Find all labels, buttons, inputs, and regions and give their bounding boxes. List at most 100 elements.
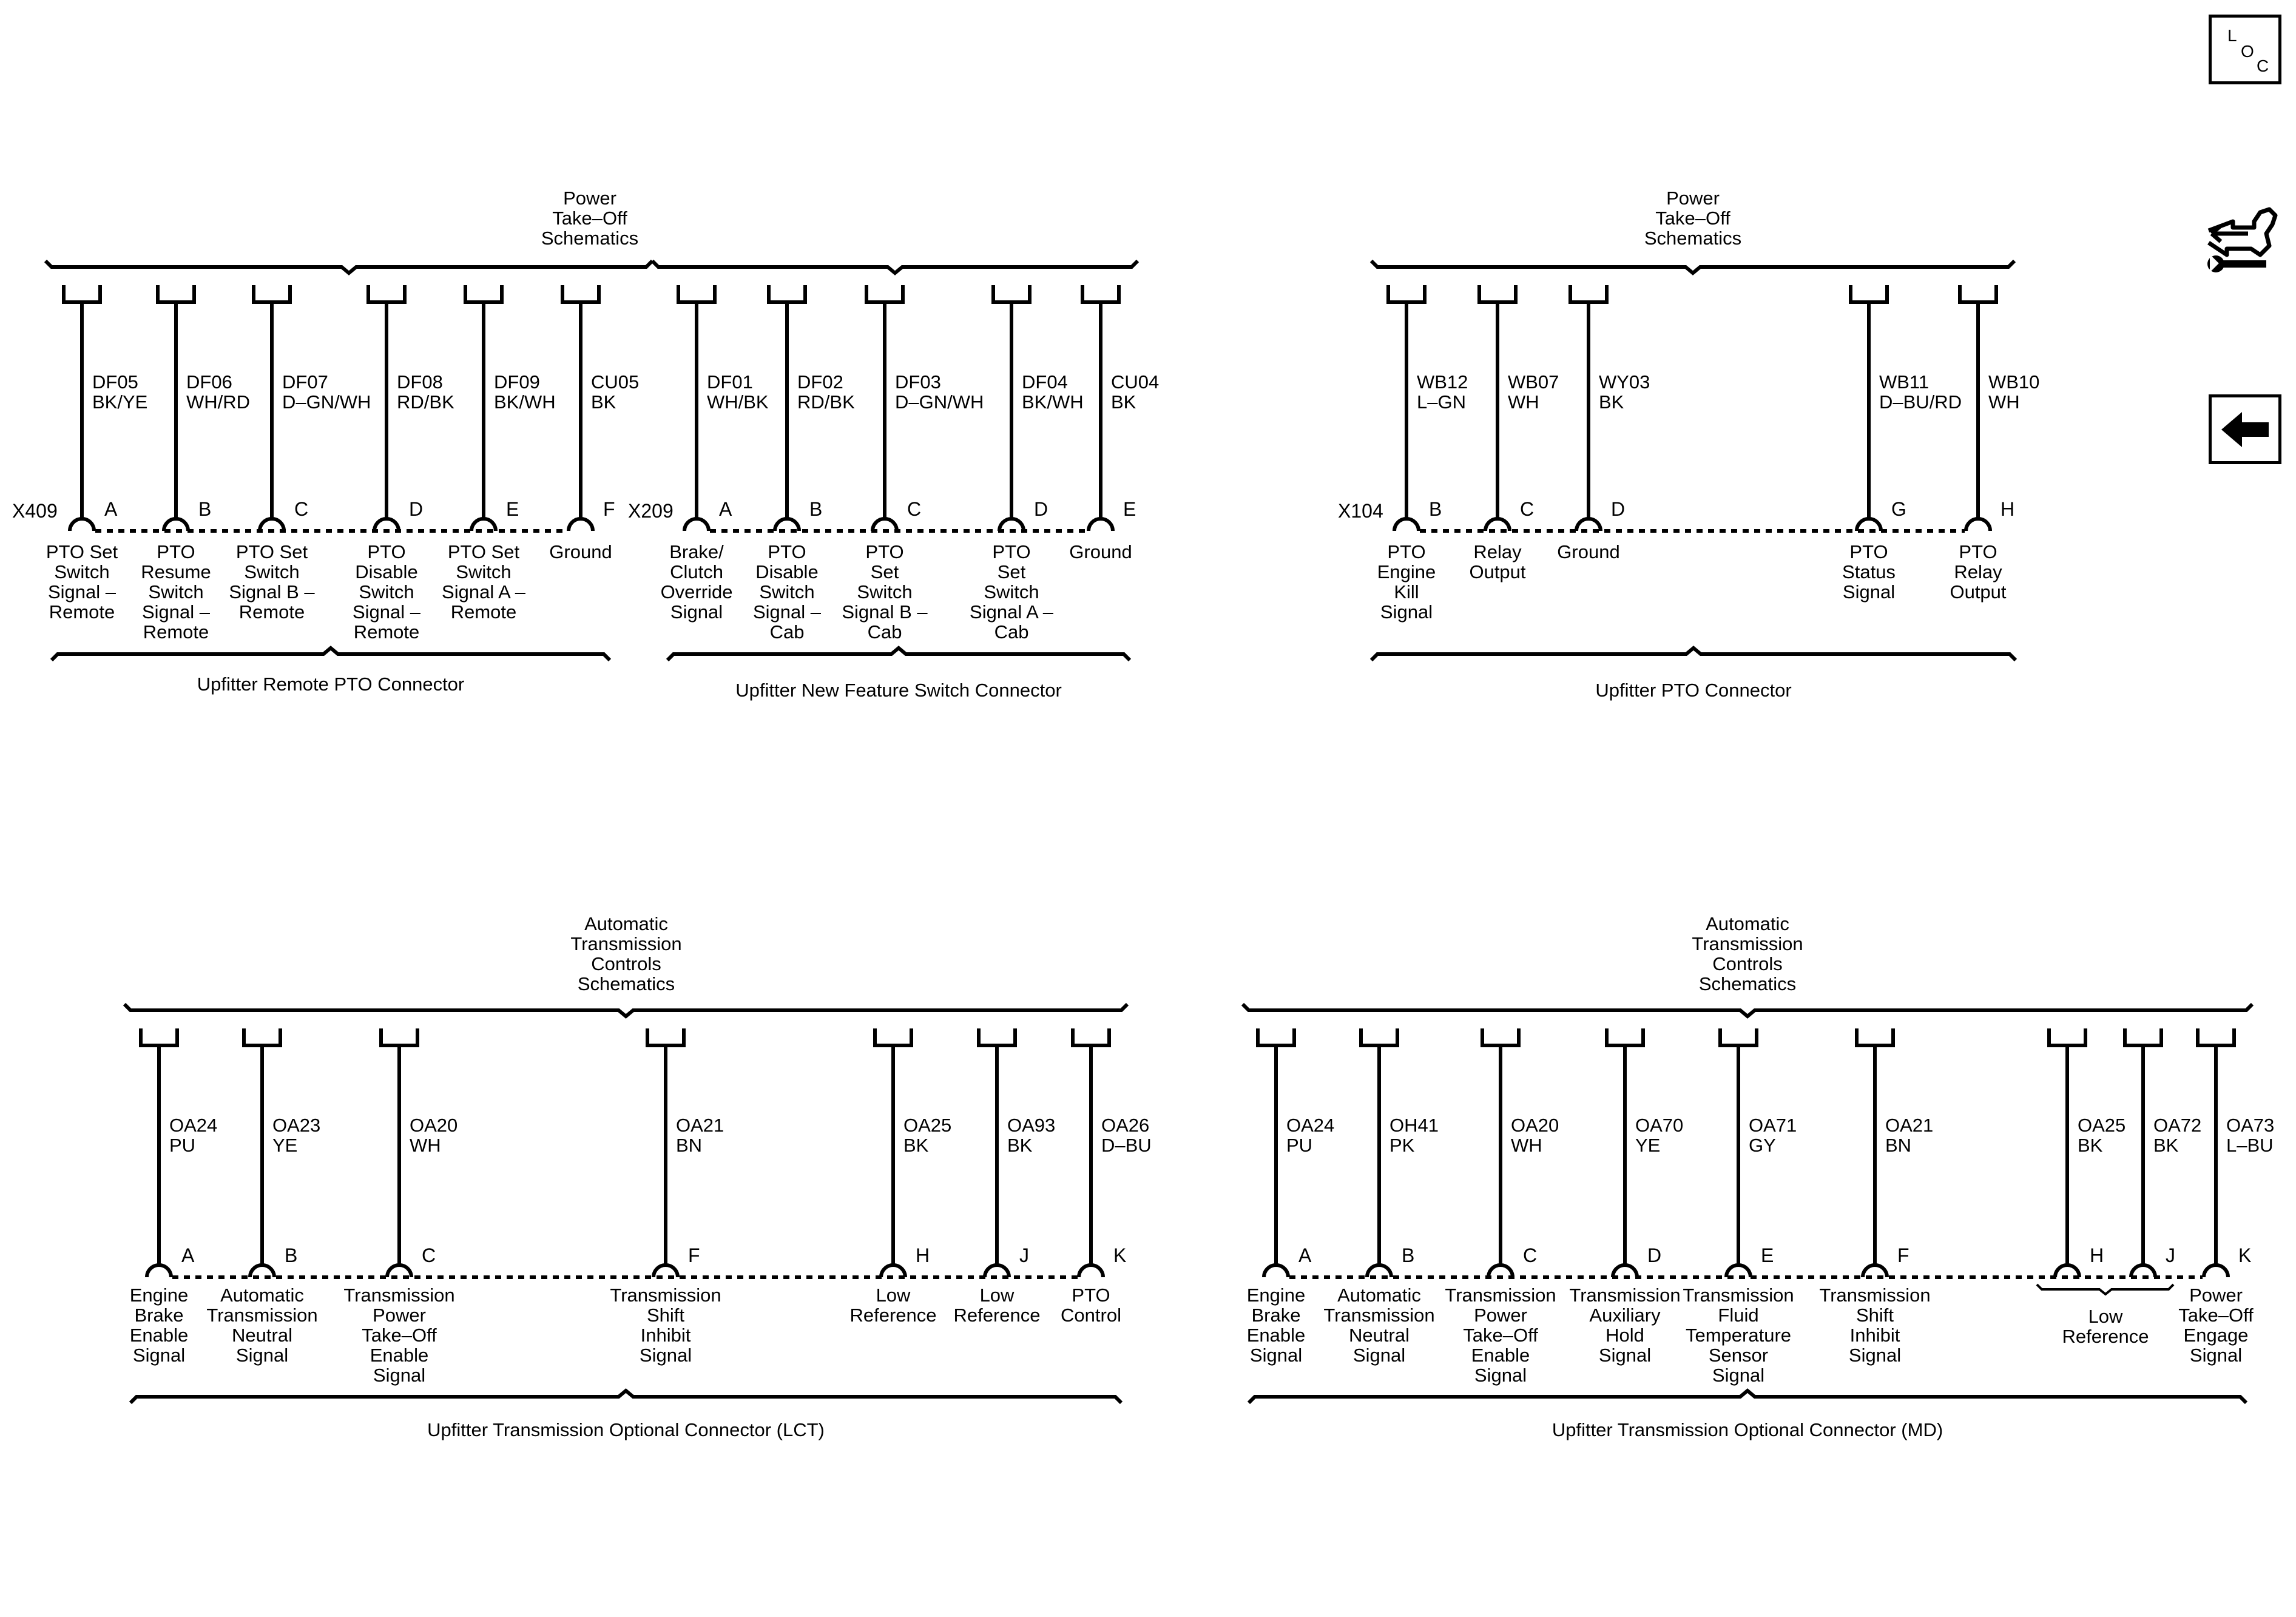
- pin-function-label: Signal: [1353, 1345, 1405, 1366]
- pin-function-label: Brake: [135, 1305, 184, 1326]
- circuit-number: DF03: [895, 371, 941, 393]
- pin-function-label: Signal A –: [970, 601, 1054, 623]
- wire-cap: [1718, 1028, 1758, 1047]
- connector-id: X104: [1338, 500, 1383, 522]
- pin-function-label: Neutral: [232, 1325, 292, 1346]
- pin-function-label: Cab: [770, 621, 805, 643]
- schematic-link-label: Transmission: [570, 933, 681, 954]
- pin-receptacle: [1262, 1263, 1290, 1278]
- wire-color: D–BU/RD: [1879, 391, 1962, 413]
- wire-cap: [1256, 1028, 1296, 1047]
- pin-letter: D: [1611, 498, 1625, 520]
- wire-cap: [1481, 1028, 1521, 1047]
- pin-function-label: Enable: [130, 1325, 189, 1346]
- pin-receptacle: [1077, 1263, 1105, 1278]
- circuit-number: DF06: [186, 371, 232, 393]
- pin-letter: D: [1647, 1244, 1661, 1266]
- wire-color: RD/BK: [797, 391, 855, 413]
- pin-function-label: Switch: [759, 581, 814, 603]
- connector-name: Upfitter New Feature Switch Connector: [735, 680, 1062, 701]
- pin-function-label: Signal: [236, 1345, 288, 1366]
- pin-function-label: Cab: [994, 621, 1029, 643]
- circuit-number: OA24: [1286, 1115, 1334, 1136]
- wire-cap: [2196, 1028, 2236, 1047]
- pin-receptacle: [1861, 1263, 1889, 1278]
- wire-cap: [2047, 1028, 2087, 1047]
- pin-function-label: Signal B –: [229, 581, 315, 603]
- wire-cap: [1359, 1028, 1399, 1047]
- bottom-brace: [129, 1388, 1123, 1405]
- wire-cap: [1855, 1028, 1895, 1047]
- pin-function-label: Neutral: [1349, 1325, 1410, 1346]
- pin-letter: B: [809, 498, 822, 520]
- service-info-icon[interactable]: [2203, 200, 2281, 285]
- pin-receptacle: [2053, 1263, 2081, 1278]
- wire-cap: [1605, 1028, 1645, 1047]
- circuit-number: WY03: [1599, 371, 1650, 393]
- wire-color: L–GN: [1417, 391, 1466, 413]
- pin-receptacle: [652, 1263, 680, 1278]
- pin-function-label: Switch: [456, 561, 511, 582]
- connector-name: Upfitter Transmission Optional Connector…: [427, 1419, 825, 1440]
- loc-letter-c: C: [2257, 56, 2269, 75]
- circuit-number: WB07: [1508, 371, 1559, 393]
- pin-function-label: Automatic: [1337, 1284, 1421, 1306]
- pin-function-label: Transmission: [1323, 1305, 1434, 1326]
- wire-cap: [977, 1028, 1017, 1047]
- pin-function-label: PTO: [768, 541, 806, 562]
- pin-function-label: Switch: [148, 581, 203, 603]
- group-label: Reference: [2062, 1326, 2149, 1347]
- wire-cap: [1849, 285, 1889, 304]
- schematic-link-label: Automatic: [1706, 913, 1789, 934]
- circuit-number: WB11: [1879, 371, 1929, 393]
- pin-function-label: Inhibit: [1850, 1325, 1900, 1346]
- pin-receptacle: [871, 517, 899, 532]
- pin-function-label: Reference: [849, 1305, 936, 1326]
- wire-color: BK: [2078, 1135, 2103, 1156]
- pin-letter: E: [1123, 498, 1136, 520]
- wire-color: WH/RD: [186, 391, 250, 413]
- pin-function-label: Kill: [1394, 581, 1419, 603]
- back-button[interactable]: [2209, 394, 2281, 464]
- pin-function-label: PTO: [992, 541, 1030, 562]
- wire-color: BK/WH: [1022, 391, 1084, 413]
- pin-function-label: Power: [373, 1305, 426, 1326]
- pin-function-label: Switch: [54, 561, 109, 582]
- top-brace: [1241, 1002, 2254, 1019]
- pin-receptacle: [567, 517, 595, 532]
- pin-letter: F: [603, 498, 615, 520]
- pin-function-label: Transmission: [610, 1284, 721, 1306]
- loc-button[interactable]: L O C: [2209, 15, 2281, 84]
- pin-function-label: Transmission: [206, 1305, 317, 1326]
- wire-color: PU: [1286, 1135, 1312, 1156]
- schematic-link-label: Power: [563, 187, 616, 209]
- pin-function-label: Take–Off: [362, 1325, 437, 1346]
- wire-color: BK: [1599, 391, 1624, 413]
- wire-color: WH: [1511, 1135, 1542, 1156]
- pin-letter: A: [104, 498, 118, 520]
- circuit-number: DF02: [797, 371, 843, 393]
- pin-function-label: Engine: [130, 1284, 189, 1306]
- pin-function-label: Transmission: [343, 1284, 454, 1306]
- pin-function-label: Low: [876, 1284, 911, 1306]
- pin-function-label: Power: [1474, 1305, 1527, 1326]
- pin-receptacle: [373, 517, 400, 532]
- wire-cap: [2123, 1028, 2163, 1047]
- pin-receptacle: [998, 517, 1025, 532]
- pin-receptacle: [2202, 1263, 2230, 1278]
- pin-function-label: PTO: [1849, 541, 1888, 562]
- pin-letter: A: [719, 498, 732, 520]
- wire-cap: [62, 285, 102, 304]
- bottom-brace: [666, 646, 1132, 662]
- pin-function-label: PTO: [1387, 541, 1425, 562]
- top-brace: [123, 1002, 1129, 1019]
- wire-color: YE: [272, 1135, 297, 1156]
- circuit-number: OA26: [1101, 1115, 1149, 1136]
- pin-function-label: Shift: [647, 1305, 684, 1326]
- schematic-link-label: Controls: [1712, 953, 1782, 974]
- pin-letter: B: [285, 1244, 297, 1266]
- connector-block-trans-lct: AutomaticTransmissionControlsSchematicsU…: [130, 913, 1152, 1440]
- wire-color: L–BU: [2226, 1135, 2274, 1156]
- wire-cap: [561, 285, 601, 304]
